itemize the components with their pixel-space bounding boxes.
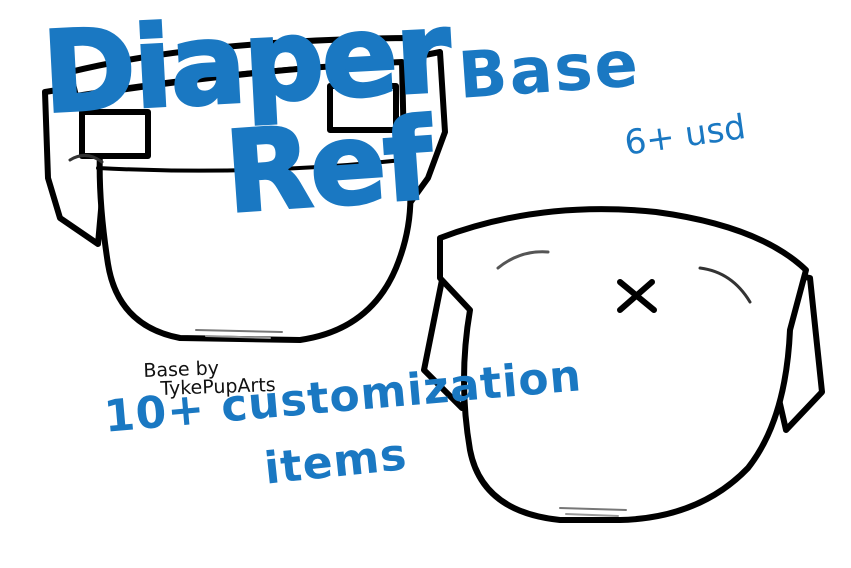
diaper-front-illustration [42,35,448,343]
title-line-ref: Ref [220,93,437,240]
diaper-back-illustration [421,206,825,523]
subtitle-base: Base [456,27,643,114]
